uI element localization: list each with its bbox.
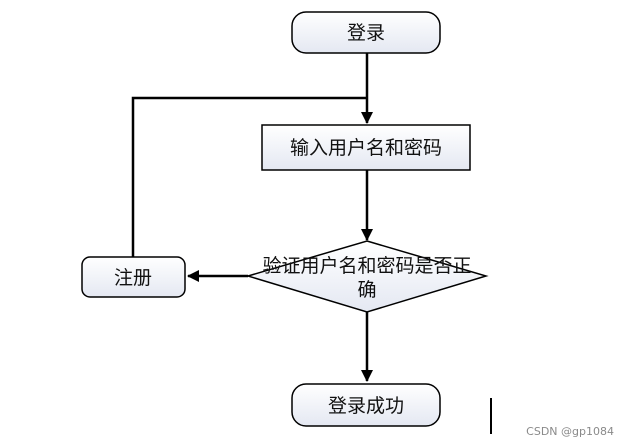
node-input-credentials: 输入用户名和密码 (261, 124, 471, 171)
terminator-shape (81, 256, 186, 298)
node-register: 注册 (81, 256, 186, 298)
node-start-label: 登录 (347, 22, 385, 44)
watermark: CSDN @gp1084 (526, 425, 614, 438)
terminator-shape (291, 11, 441, 54)
node-input-label: 输入用户名和密码 (290, 137, 442, 159)
node-register-label: 注册 (114, 267, 152, 289)
process-shape (261, 124, 471, 171)
terminator-shape (291, 383, 441, 427)
edges (131, 53, 373, 382)
node-start-login: 登录 (291, 11, 441, 54)
decision-shape (245, 240, 489, 313)
node-verify-credentials: 验证用户名和密码是否正 确 (245, 240, 489, 313)
node-verify-label-line2: 确 (357, 279, 376, 301)
edge-register-loop-to-input (131, 96, 367, 257)
node-success-label: 登录成功 (328, 395, 404, 417)
node-login-success: 登录成功 (291, 383, 441, 427)
text-cursor-mark (490, 398, 492, 434)
node-verify-label-line1: 验证用户名和密码是否正 (262, 255, 471, 277)
